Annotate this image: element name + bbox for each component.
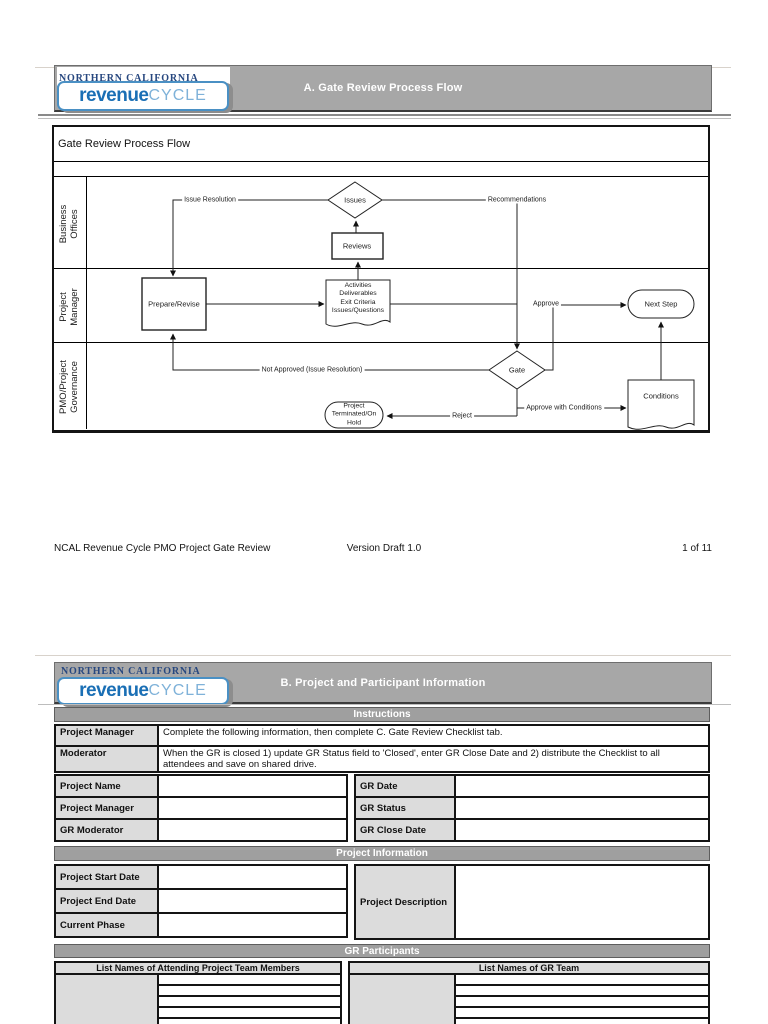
section-bar-project-information: Project Information [54,846,710,861]
node-reviews-label: Reviews [342,241,372,251]
field-value-gr-date [454,774,710,798]
edge-approve-with-conditions: Approve with Conditions [524,404,604,412]
divider [38,118,731,119]
participant-name-cell [454,1006,710,1019]
section-bar-gr-participants: GR Participants [54,944,710,958]
participant-name-cell [454,1017,710,1024]
node-prepare-label: Prepare/Revise [148,299,200,309]
logo-cycle-text: CYCLE [148,682,207,699]
instructions-table: Project Manager Complete the following i… [54,724,710,773]
field-value-current-phase [157,912,348,938]
node-activities-shape [325,279,391,327]
flowchart: Gate Review Process Flow Business Office… [52,125,710,433]
logo-cycle-text: CYCLE [148,87,207,104]
node-issues-label: Issues [344,195,366,205]
field-value-project-description [454,864,710,940]
lane-pmo-governance [54,343,708,429]
edge-recommendations: Recommendations [485,196,549,204]
instruction-text: When the GR is closed 1) update GR Statu… [157,745,710,773]
participant-name-cell [157,1017,342,1024]
field-value-gr-close-date [454,818,710,842]
section-bar-instructions: Instructions [54,707,710,722]
edge-approve: Approve [530,300,562,308]
field-value-end-date [157,888,348,914]
field-label: Project Manager [54,796,159,820]
field-label: GR Status [354,796,456,820]
participants-right-side-cell [348,973,456,1024]
lane-project-manager [54,269,708,343]
page2-title: B. Project and Participant Information [280,676,486,689]
flowchart-title: Gate Review Process Flow [58,138,191,150]
project-dates-table: Project Start Date Project End Date Curr… [54,864,348,938]
project-description-table: Project Description [354,864,710,940]
participant-name-cell [157,973,342,986]
node-terminated-shape [324,401,384,429]
node-next-step-label: Next Step [644,299,678,309]
node-conditions-label: Conditions [643,391,679,401]
field-value-gr-status [454,796,710,820]
participant-name-cell [454,984,710,997]
edge-issue-resolution: Issue Resolution [182,196,238,204]
gr-team-table: List Names of GR Team [348,961,710,1024]
logo-revenue-text: revenue [79,680,149,701]
region-name: NORTHERN CALIFORNIA [59,73,199,84]
divider [38,114,731,116]
lane-label-cell [54,177,87,268]
project-team-members-table: List Names of Attending Project Team Mem… [54,961,342,1024]
field-label: Project Name [54,774,159,798]
field-label: Current Phase [54,912,159,938]
participant-name-cell [157,1006,342,1019]
participants-right-header: List Names of GR Team [348,961,710,975]
field-value-start-date [157,864,348,890]
footer-page-number: 1 of 11 [682,543,712,554]
node-issues-shape [327,181,383,219]
instruction-role-label: Moderator [54,745,159,773]
participants-left-header: List Names of Attending Project Team Mem… [54,961,342,975]
gr-fields-table: GR Date GR Status GR Close Date [354,774,710,842]
node-reviews-shape [331,232,384,260]
edge-reject: Reject [450,412,474,420]
page2-top-rule [35,655,731,656]
field-value-project-manager [157,796,348,820]
field-label: Project Start Date [54,864,159,890]
node-prepare-shape [141,277,207,331]
footer-document-name: NCAL Revenue Cycle PMO Project Gate Revi… [54,543,271,554]
field-value-project-name [157,774,348,798]
node-conditions-shape [627,379,695,430]
node-gate-label: Gate [508,365,526,375]
project-fields-table: Project Name Project Manager GR Moderato… [54,774,348,842]
participant-name-cell [454,995,710,1008]
node-next-step-shape [627,289,695,319]
instruction-text: Complete the following information, then… [157,724,710,747]
flowchart-empty-row [54,162,708,177]
node-activities-label: Activities Deliverables Exit Criteria Is… [331,282,385,315]
field-label: GR Date [354,774,456,798]
edge-not-approved: Not Approved (Issue Resolution) [259,366,365,374]
field-value-gr-moderator [157,818,348,842]
flowchart-canvas [141,181,695,430]
participant-name-cell [454,973,710,986]
lane-label-cell [54,269,87,342]
page1-title: A. Gate Review Process Flow [303,82,463,94]
participant-name-cell [157,995,342,1008]
node-gate-shape [488,350,546,390]
field-label: Project Description [354,864,456,940]
flowchart-title-row: Gate Review Process Flow [54,127,708,162]
field-label: GR Close Date [354,818,456,842]
field-label: Project End Date [54,888,159,914]
field-label: GR Moderator [54,818,159,842]
region-name: NORTHERN CALIFORNIA [61,666,201,677]
node-terminated-label: Project Terminated/On Hold [331,402,377,427]
lane-label-cell [54,343,87,429]
footer-version: Version Draft 1.0 [346,543,422,554]
lane-business-offices [54,177,708,269]
logo-revenue-text: revenue [79,85,149,106]
participant-name-cell [157,984,342,997]
divider [38,704,731,705]
instruction-role-label: Project Manager [54,724,159,747]
participants-left-side-cell [54,973,159,1024]
